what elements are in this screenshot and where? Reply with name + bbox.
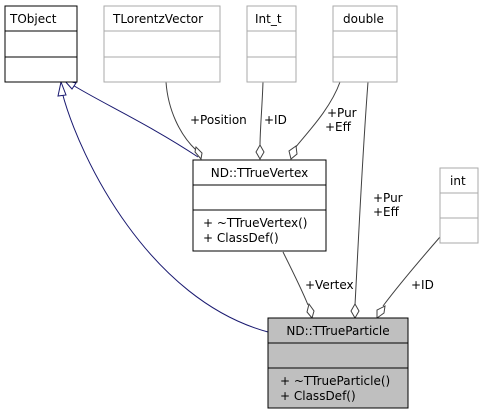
method-classdef: + ClassDef() bbox=[280, 389, 356, 403]
edge-label-vertex-eff: +Eff bbox=[325, 120, 352, 134]
inheritance-arrowhead-icon bbox=[57, 80, 67, 97]
inheritance-edge-vertex-tobject bbox=[62, 79, 199, 158]
class-name-ttruevertex: ND::TTrueVertex bbox=[211, 166, 308, 180]
class-box-tlorentzvector[interactable]: TLorentzVector bbox=[103, 5, 221, 83]
class-box-double[interactable]: double bbox=[332, 5, 398, 83]
usage-edge-tlorentzvector-vertex bbox=[165, 81, 203, 161]
method-destructor: + ~TTrueVertex() bbox=[203, 216, 307, 230]
usage-edge-double-particle bbox=[350, 81, 369, 320]
class-box-ttruevertex[interactable]: ND::TTrueVertex + ~TTrueVertex() + Class… bbox=[192, 159, 327, 252]
edge-label-vertex-pur: +Pur bbox=[327, 106, 357, 120]
composition-diamond-icon bbox=[288, 145, 298, 160]
usage-edge-double-vertex bbox=[288, 81, 341, 160]
class-box-tobject[interactable]: TObject bbox=[4, 5, 78, 83]
usage-edge-vertex-particle bbox=[282, 251, 315, 320]
composition-diamond-icon bbox=[306, 302, 315, 320]
usage-edge-int-particle bbox=[376, 236, 441, 319]
inheritance-edge-particle-tobject bbox=[57, 80, 269, 333]
composition-diamond-icon bbox=[376, 305, 386, 319]
edge-label-particle-pur: +Pur bbox=[373, 191, 403, 205]
edge-label-vertex: +Vertex bbox=[305, 278, 354, 292]
class-name-int: int bbox=[450, 174, 466, 188]
class-box-int[interactable]: int bbox=[439, 167, 479, 244]
class-name-ttrueparticle: ND::TTrueParticle bbox=[286, 324, 389, 338]
class-name-double: double bbox=[343, 12, 384, 26]
class-box-int_t[interactable]: Int_t bbox=[246, 5, 297, 83]
class-box-ttrueparticle[interactable]: ND::TTrueParticle + ~TTrueParticle() + C… bbox=[267, 317, 409, 409]
edge-label-vertex-id: +ID bbox=[264, 113, 287, 127]
composition-diamond-icon bbox=[255, 143, 265, 161]
class-name-int_t: Int_t bbox=[255, 12, 282, 26]
edge-label-particle-eff: +Eff bbox=[373, 205, 400, 219]
method-destructor: + ~TTrueParticle() bbox=[280, 374, 390, 388]
edge-label-position: +Position bbox=[190, 113, 247, 127]
composition-diamond-icon bbox=[194, 145, 203, 161]
edge-label-particle-id: +ID bbox=[411, 278, 434, 292]
method-classdef: + ClassDef() bbox=[203, 231, 279, 245]
usage-edge-int_t-vertex bbox=[255, 81, 265, 161]
class-name-tobject: TObject bbox=[9, 12, 57, 26]
class-name-tlorentzvector: TLorentzVector bbox=[112, 12, 203, 26]
composition-diamond-icon bbox=[350, 302, 360, 320]
